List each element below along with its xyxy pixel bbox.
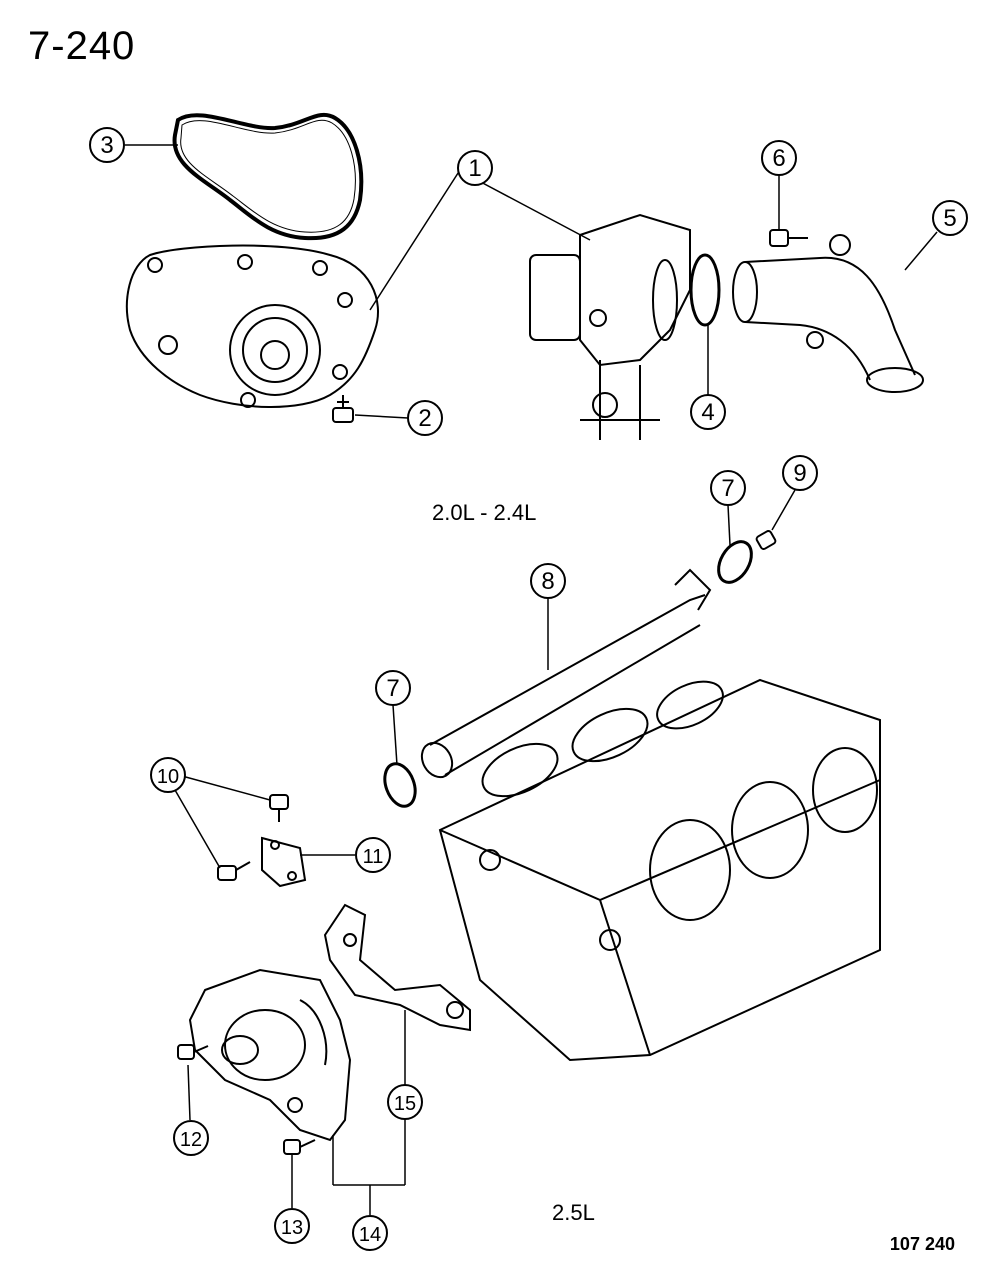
cover-plate-part-11 <box>261 836 307 888</box>
callout-13: 13 <box>274 1208 310 1244</box>
svg-text:3: 3 <box>100 132 113 159</box>
callout-9: 9 <box>782 455 818 491</box>
svg-text:5: 5 <box>943 205 956 232</box>
water-pump-housing-2-0l <box>529 213 691 440</box>
svg-text:14: 14 <box>359 1224 381 1246</box>
bolt-part-10-upper <box>269 794 289 822</box>
gasket-part-3 <box>172 112 364 241</box>
callout-4: 4 <box>690 394 726 430</box>
o-ring-part-7-lower <box>383 762 417 808</box>
caption-2-5l: 2.5L <box>552 1200 595 1225</box>
callout-11: 11 <box>355 837 391 873</box>
page-number: 7-240 <box>28 24 136 68</box>
svg-text:10: 10 <box>157 766 179 788</box>
leader-lines <box>125 144 938 1215</box>
svg-text:8: 8 <box>541 568 554 595</box>
svg-text:9: 9 <box>793 460 806 487</box>
svg-text:6: 6 <box>772 145 785 172</box>
water-tube-part-8 <box>420 568 712 779</box>
callout-7-lower: 7 <box>375 670 411 706</box>
bolt-part-13 <box>283 1139 316 1155</box>
svg-text:2: 2 <box>418 405 431 432</box>
bolt-part-12 <box>177 1044 209 1060</box>
svg-text:11: 11 <box>363 846 384 868</box>
callout-14: 14 <box>352 1215 388 1251</box>
figure-id: 107 240 <box>889 1234 955 1254</box>
callout-15: 15 <box>387 1084 423 1120</box>
svg-text:13: 13 <box>281 1217 303 1239</box>
water-pump-2-0l <box>126 244 379 408</box>
svg-text:15: 15 <box>394 1093 416 1115</box>
callout-12: 12 <box>173 1120 209 1156</box>
callout-5: 5 <box>932 200 968 236</box>
engine-block-2-5l <box>438 678 881 1062</box>
svg-text:12: 12 <box>180 1129 202 1151</box>
callout-7-upper: 7 <box>710 470 746 506</box>
callout-1: 1 <box>457 150 493 186</box>
callout-2: 2 <box>407 400 443 436</box>
gasket-part-15 <box>323 903 471 1032</box>
bolt-part-9 <box>755 530 777 550</box>
bolt-part-10-lower <box>217 861 251 881</box>
callout-8: 8 <box>530 563 566 599</box>
caption-2-0l-2-4l: 2.0L - 2.4L <box>432 500 537 525</box>
o-ring-part-4 <box>689 253 721 327</box>
svg-text:7: 7 <box>386 675 399 702</box>
svg-text:7: 7 <box>721 475 734 502</box>
svg-text:4: 4 <box>701 399 714 426</box>
callout-10: 10 <box>150 757 186 793</box>
callout-6: 6 <box>761 140 797 176</box>
o-ring-part-7-upper <box>717 540 753 584</box>
svg-text:1: 1 <box>468 155 481 182</box>
callout-3: 3 <box>89 127 125 163</box>
bolt-part-6 <box>769 229 808 247</box>
bolt-part-2 <box>332 395 354 423</box>
water-outlet-part-5 <box>732 234 924 393</box>
water-pump-2-5l <box>188 968 352 1142</box>
